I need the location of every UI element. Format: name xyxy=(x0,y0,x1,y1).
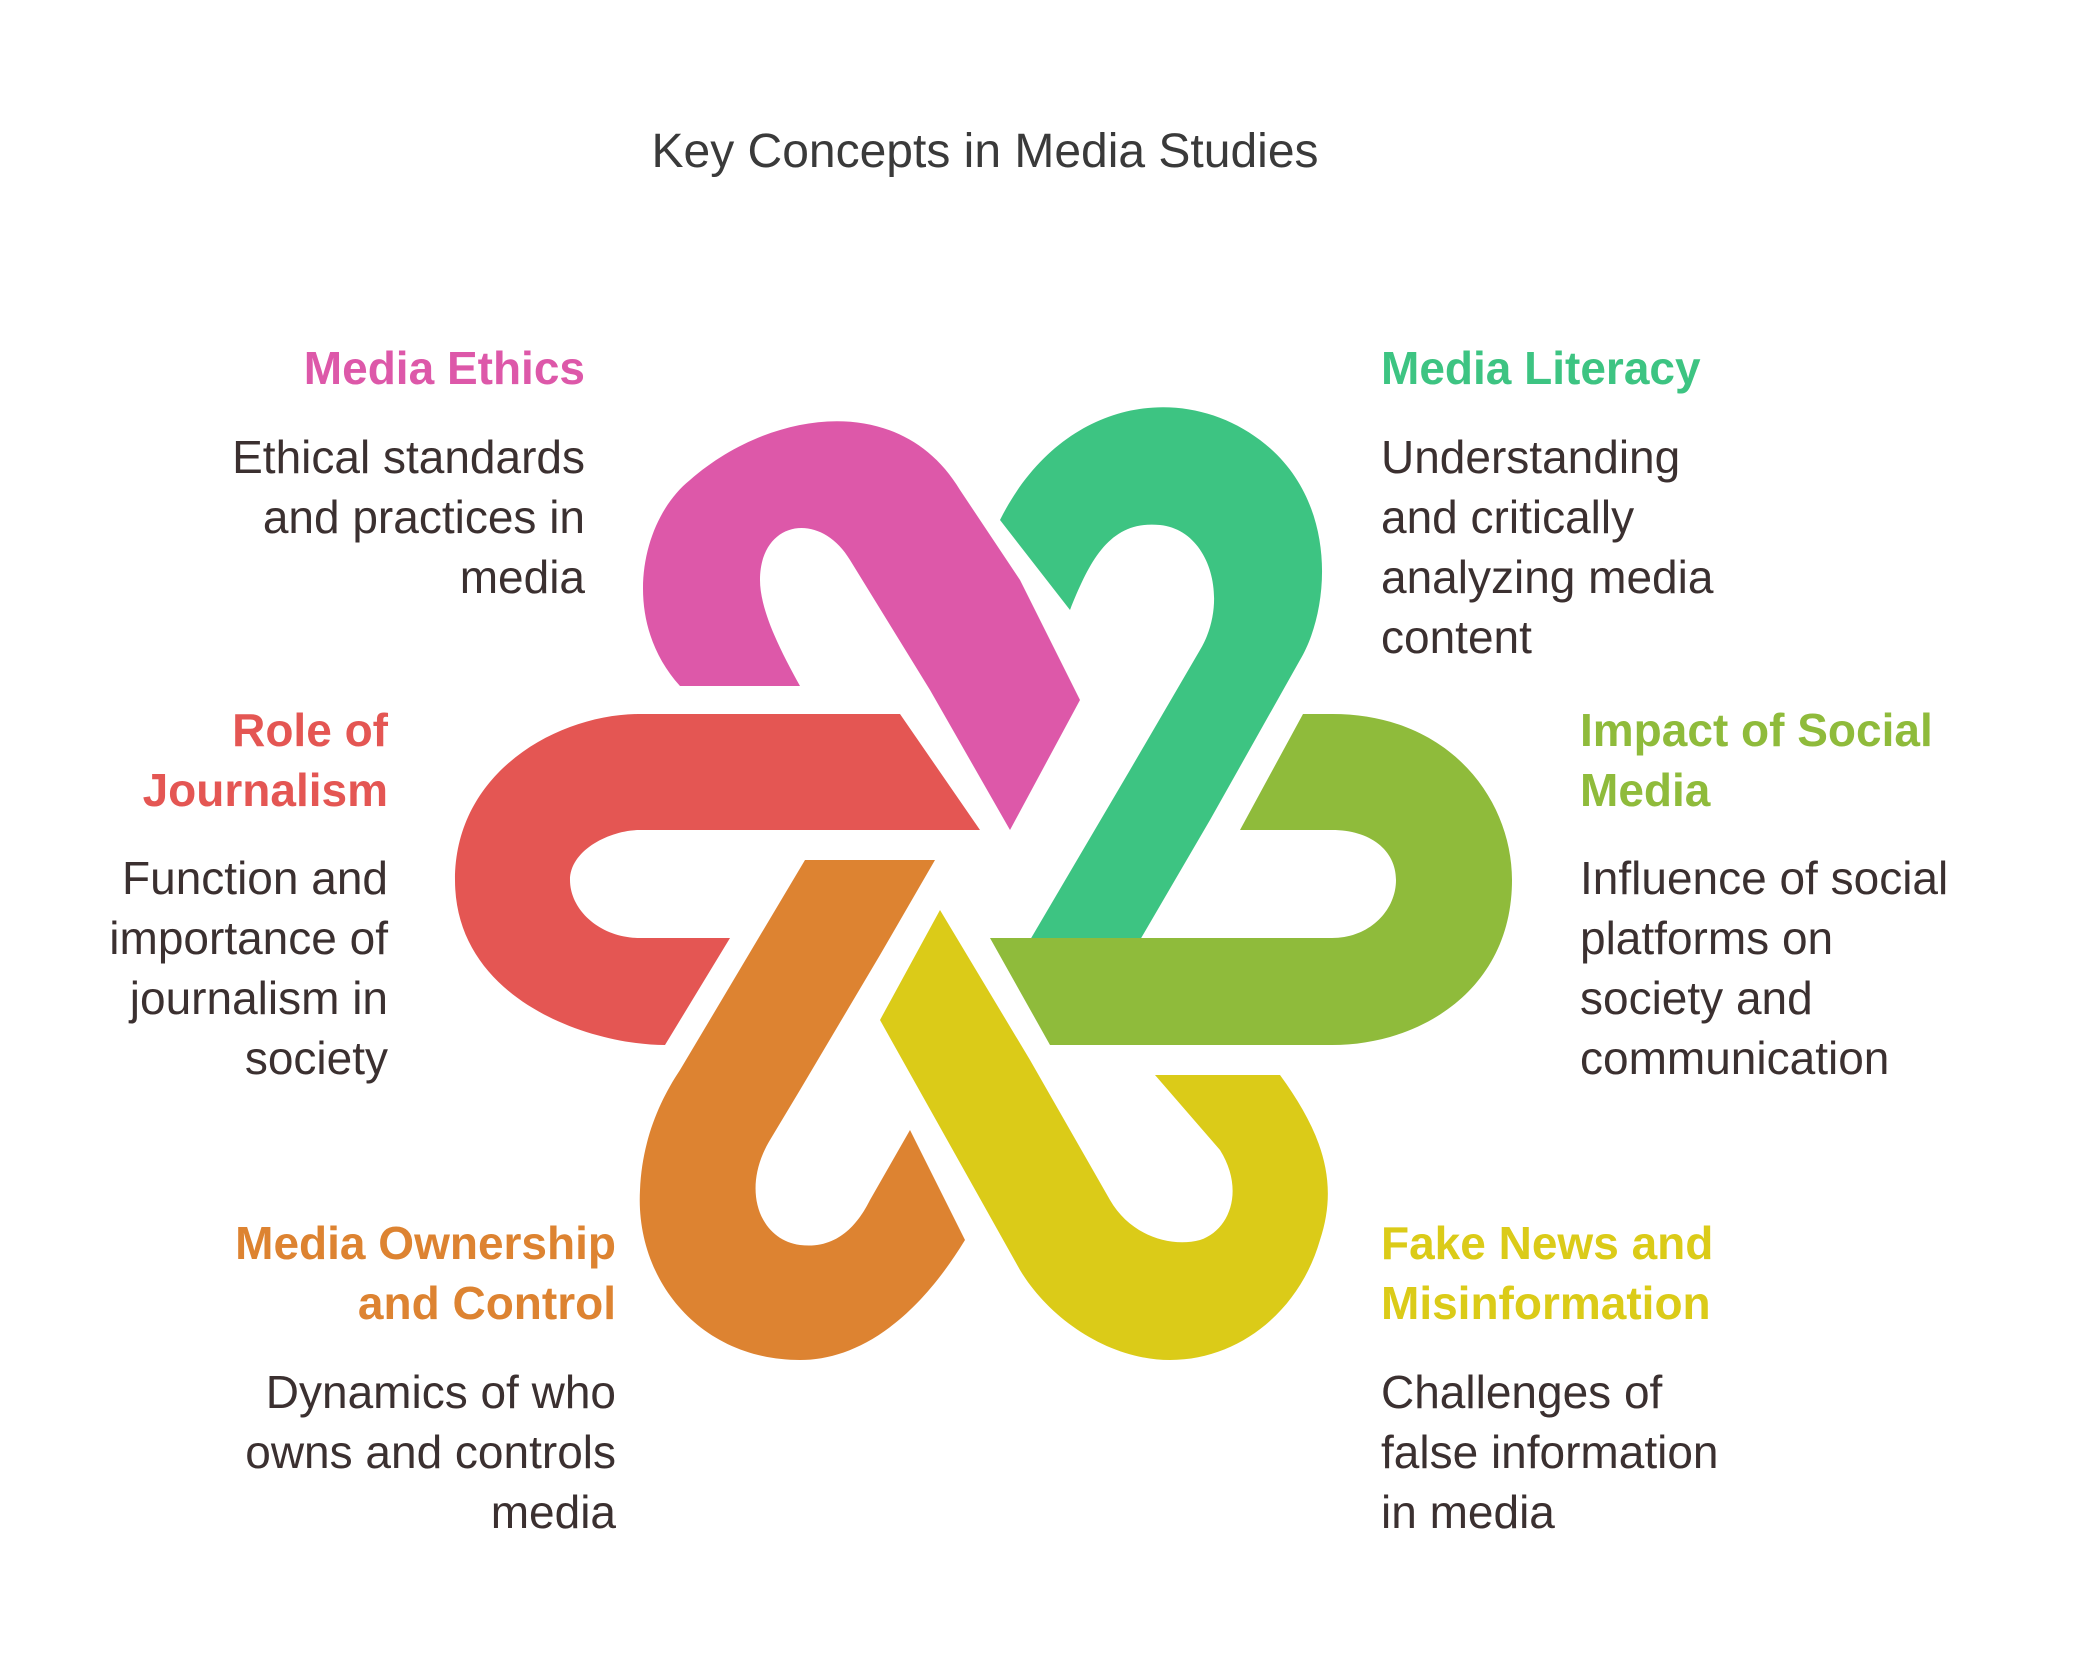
concept-title-impact-of-social-media: Impact of Social Media xyxy=(1580,704,1933,816)
concept-title-media-literacy: Media Literacy xyxy=(1381,342,1701,394)
diagram-title: Key Concepts in Media Studies xyxy=(651,125,1319,178)
loop-media-ethics xyxy=(642,421,1080,830)
concept-desc-role-of-journalism: Function and importance of journalism in… xyxy=(109,852,388,1084)
loop-media-literacy xyxy=(1000,407,1323,940)
loop-impact-of-social-media xyxy=(990,714,1512,1045)
loop-media-ownership xyxy=(639,860,965,1360)
concept-title-media-ownership: Media Ownership and Control xyxy=(235,1217,616,1329)
concept-desc-fake-news: Challenges of false information in media xyxy=(1381,1366,1719,1538)
concept-title-fake-news: Fake News and Misinformation xyxy=(1381,1217,1714,1329)
concept-desc-media-literacy: Understanding and critically analyzing m… xyxy=(1381,431,1714,663)
loop-fake-news xyxy=(880,910,1328,1360)
concept-desc-media-ownership: Dynamics of who owns and controls media xyxy=(245,1366,616,1538)
concept-title-media-ethics: Media Ethics xyxy=(303,342,585,394)
concept-desc-impact-of-social-media: Influence of social platforms on society… xyxy=(1580,852,1949,1084)
concept-title-role-of-journalism: Role of Journalism xyxy=(142,704,388,816)
concept-desc-media-ethics: Ethical standards and practices in media xyxy=(232,431,585,603)
loop-role-of-journalism xyxy=(455,714,980,1045)
